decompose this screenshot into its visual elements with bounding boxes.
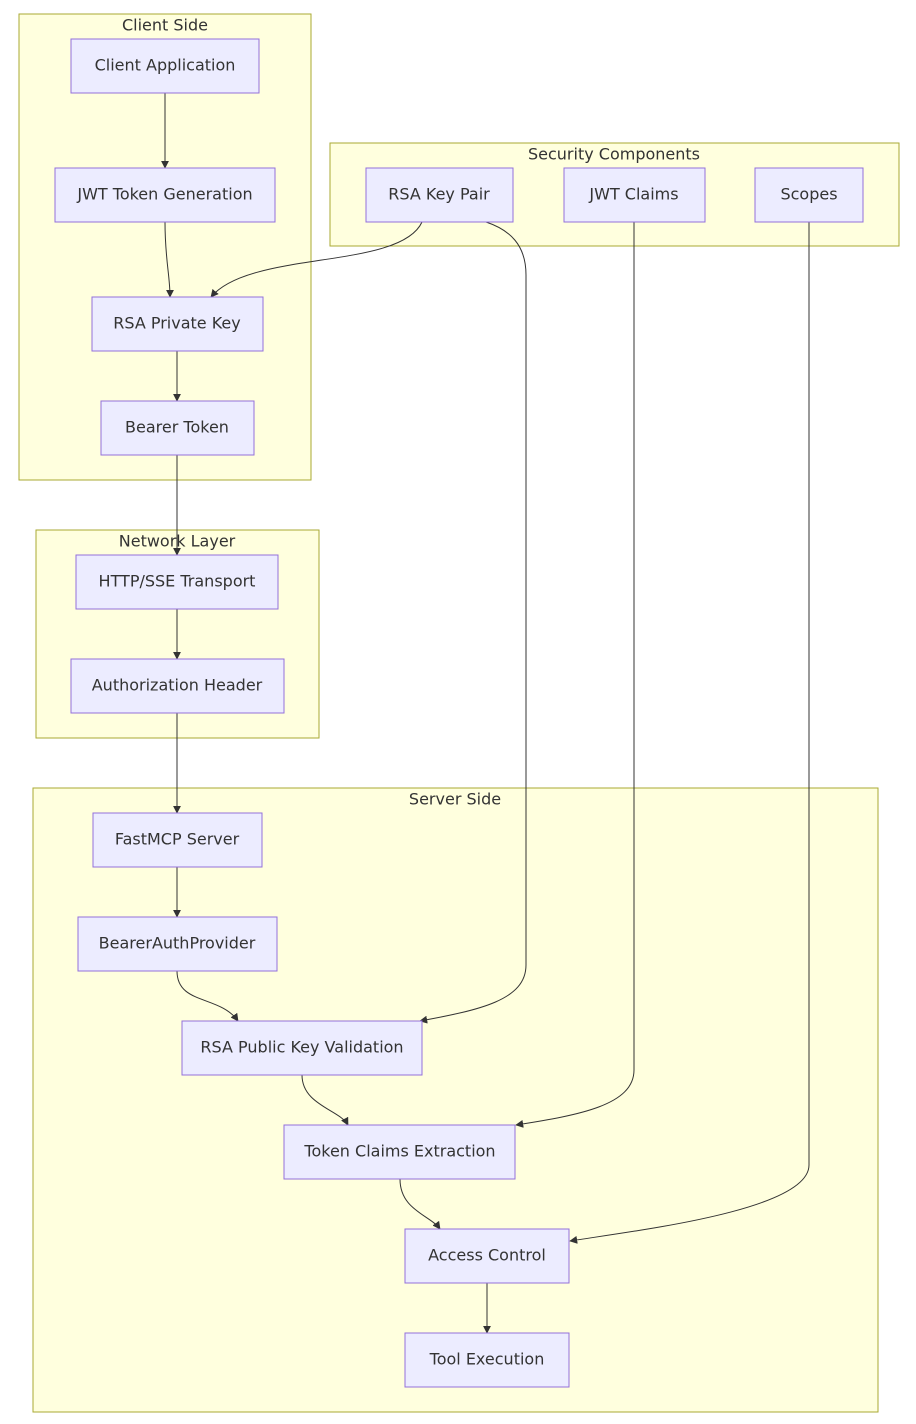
node-bearer-auth-provider-label: BearerAuthProvider (99, 934, 256, 953)
cluster-server-side: Server Side (32, 787, 879, 1413)
node-jwt-token-generation: JWT Token Generation (54, 167, 276, 223)
node-rsa-private-key: RSA Private Key (91, 296, 264, 352)
edge-rsa-pair-to-rsa-private (210, 221, 423, 298)
node-bearer-token-label: Bearer Token (125, 418, 229, 437)
node-token-claims-extraction: Token Claims Extraction (283, 1124, 516, 1180)
node-rsa-key-pair: RSA Key Pair (365, 167, 514, 223)
node-tool-execution: Tool Execution (404, 1332, 570, 1388)
cluster-client-side-label: Client Side (122, 16, 208, 35)
node-bearer-token: Bearer Token (100, 400, 255, 456)
cluster-security-components-label: Security Components (528, 145, 700, 164)
node-jwt-claims: JWT Claims (563, 167, 706, 223)
edge-rsa-pair-to-rsa-public (419, 221, 527, 1024)
node-client-application-label: Client Application (95, 56, 236, 75)
node-http-sse-transport-label: HTTP/SSE Transport (99, 572, 256, 591)
node-jwt-claims-label: JWT Claims (588, 185, 678, 204)
edge-bearer-auth-to-rsa-public (176, 970, 239, 1022)
edge-scopes-to-access-control (569, 222, 810, 1244)
node-http-sse-transport: HTTP/SSE Transport (75, 554, 279, 610)
edge-jwt-gen-to-rsa-private (164, 221, 174, 298)
node-fastmcp-server: FastMCP Server (92, 812, 263, 868)
edges (161, 93, 810, 1334)
node-access-control: Access Control (404, 1228, 570, 1284)
node-rsa-public-key-validation-label: RSA Public Key Validation (200, 1038, 403, 1057)
node-rsa-private-key-label: RSA Private Key (113, 314, 240, 333)
node-token-claims-extraction-label: Token Claims Extraction (303, 1142, 495, 1161)
node-scopes-label: Scopes (780, 185, 837, 204)
node-fastmcp-server-label: FastMCP Server (115, 830, 240, 849)
cluster-server-side-label: Server Side (409, 790, 501, 809)
edge-token-claims-to-access-control (399, 1178, 441, 1230)
node-jwt-token-generation-label: JWT Token Generation (76, 185, 252, 204)
node-client-application: Client Application (70, 38, 260, 94)
node-scopes: Scopes (754, 167, 864, 223)
node-bearer-auth-provider: BearerAuthProvider (77, 916, 278, 972)
node-authorization-header: Authorization Header (70, 658, 285, 714)
edge-jwt-claims-to-token-claims (515, 222, 635, 1128)
node-authorization-header-label: Authorization Header (92, 676, 263, 695)
node-access-control-label: Access Control (428, 1246, 546, 1265)
node-rsa-public-key-validation: RSA Public Key Validation (181, 1020, 423, 1076)
node-rsa-key-pair-label: RSA Key Pair (388, 185, 490, 204)
edge-rsa-public-to-token-claims (301, 1074, 349, 1126)
node-tool-execution-label: Tool Execution (429, 1350, 545, 1369)
